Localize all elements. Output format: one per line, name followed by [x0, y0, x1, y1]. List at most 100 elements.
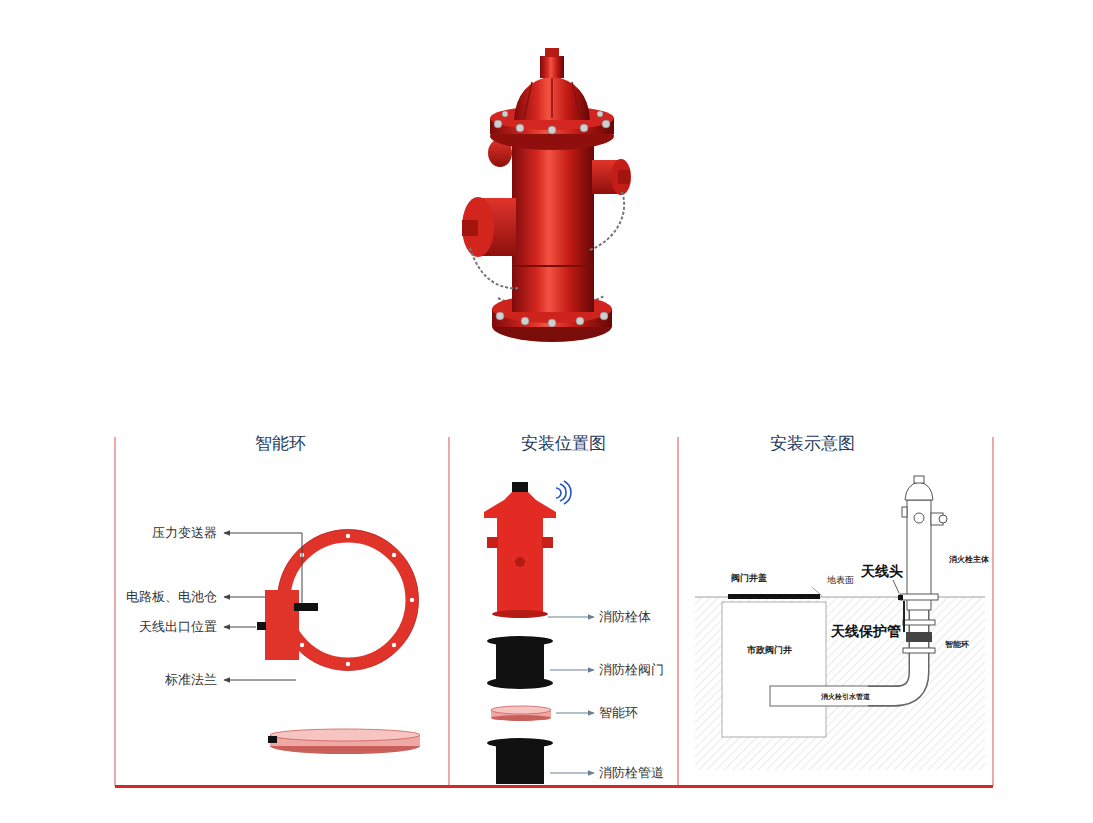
hydrant-stack: [564, 481, 571, 504]
install-sketch: [914, 476, 924, 483]
hydrant-stack: [497, 518, 543, 614]
smart-ring-drawing: [284, 536, 412, 664]
part-label: 消防栓体: [598, 610, 652, 625]
hydrant-photo: [590, 192, 624, 250]
install-sketch: [722, 602, 826, 737]
hydrant-photo: [462, 48, 631, 342]
hydrant-photo: [521, 317, 529, 325]
install-sketch: [695, 476, 985, 770]
leader-lines: [224, 533, 302, 680]
panel-title: 安装示意图: [769, 434, 856, 454]
install-sketch: [893, 580, 899, 593]
hydrant-photo: [611, 159, 631, 195]
install-sketch: [902, 507, 907, 517]
bottom-bar: [115, 785, 993, 788]
hydrant-photo: [494, 120, 502, 128]
part-label: 消防栓阀门: [598, 663, 665, 678]
leader-lines: [224, 597, 265, 598]
panel-frame: [115, 437, 993, 786]
hydrant-photo: [576, 317, 584, 325]
install-sketch: [914, 513, 924, 523]
pointer-arrows: [550, 670, 594, 671]
part-label: 智能环: [598, 706, 639, 721]
hydrant-stack: [492, 610, 548, 618]
install-sketch: [898, 595, 903, 600]
part-label: 消防栓管道: [598, 766, 665, 781]
hydrant-photo: [462, 197, 494, 257]
leader-lines: [224, 533, 302, 604]
smart-ring-drawing: [392, 643, 396, 647]
sketch-label: 市政阀门井: [746, 645, 793, 655]
panel-frame: [993, 437, 994, 786]
smart-ring-drawing: [265, 590, 299, 660]
hydrant-photo: [540, 56, 564, 78]
hydrant-stack: [560, 484, 566, 501]
hydrant-stack: [484, 492, 556, 518]
install-sketch: [905, 482, 933, 500]
leader-lines: [224, 627, 256, 628]
sketch-label: 消火栓引水管道: [820, 693, 871, 701]
smart-ring-drawing: [294, 603, 318, 611]
panel-title: 智能环: [254, 434, 307, 454]
smart-ring-drawing: [392, 553, 396, 557]
hydrant-photo: [580, 124, 588, 132]
sketch-label: 阀门井盖: [730, 573, 768, 583]
part-label: 标准法兰: [164, 673, 218, 688]
smart-ring-drawing: [300, 534, 414, 666]
hydrant-stack: [487, 677, 553, 689]
hydrant-photo: [548, 319, 556, 327]
sketch-label: 天线头: [860, 563, 904, 579]
hydrant-photo: [572, 82, 580, 118]
hydrant-photo: [551, 76, 553, 118]
smart-ring-drawing: [346, 534, 350, 538]
part-label: 电路板、电池仓: [125, 590, 218, 605]
smart-ring-drawing: [300, 643, 304, 647]
hydrant-photo: [494, 111, 610, 327]
smart-ring-drawing: [257, 530, 420, 755]
install-sketch: [906, 632, 932, 642]
hydrant-stack: [556, 488, 561, 498]
hydrant-photo: [514, 76, 590, 120]
part-label: 压力变送器: [151, 526, 218, 541]
hydrant-stack: [487, 537, 498, 548]
hydrant-stack: [496, 640, 544, 682]
hydrant-photo: [618, 170, 630, 184]
sketch-label: 天线保护管: [830, 623, 902, 639]
pointer-arrows: [548, 617, 594, 773]
hydrant-photo: [548, 126, 556, 134]
hydrant-stack: [512, 482, 528, 493]
hydrant-stack: [487, 738, 553, 748]
hydrant-photo: [512, 136, 594, 312]
hydrant-stack: [487, 636, 553, 646]
hydrant-stack: [496, 742, 544, 784]
hydrant-photo: [545, 48, 559, 57]
hydrant-stack: [491, 706, 551, 714]
smart-ring-drawing: [270, 729, 420, 741]
install-sketch: [728, 594, 820, 599]
install-sketch: [939, 515, 947, 523]
hydrant-photo: [516, 124, 524, 132]
hydrant-photo: [512, 265, 594, 267]
sketch-label: 地表面: [826, 575, 855, 585]
hydrant-photo: [602, 120, 610, 128]
install-sketch: [903, 648, 935, 653]
leader-lines: [224, 680, 296, 681]
hydrant-stack: [484, 481, 571, 784]
hydrant-photo: [600, 312, 608, 320]
hydrant-photo: [496, 312, 504, 320]
panel-frame: [449, 437, 450, 786]
install-sketch: [695, 597, 985, 770]
hydrant-photo: [462, 220, 478, 236]
hydrant-stack: [542, 537, 553, 548]
panel-title: 安装位置图: [520, 434, 607, 454]
sketch-label: 消火栓主体: [948, 555, 990, 564]
panel-frame: [678, 437, 679, 786]
install-sketch: [903, 601, 905, 632]
sketch-label: 智能环: [944, 640, 970, 649]
hydrant-photo: [502, 111, 508, 117]
hydrant-stack: [515, 557, 525, 567]
smart-ring-drawing: [346, 662, 350, 666]
pointer-arrows: [550, 773, 594, 774]
